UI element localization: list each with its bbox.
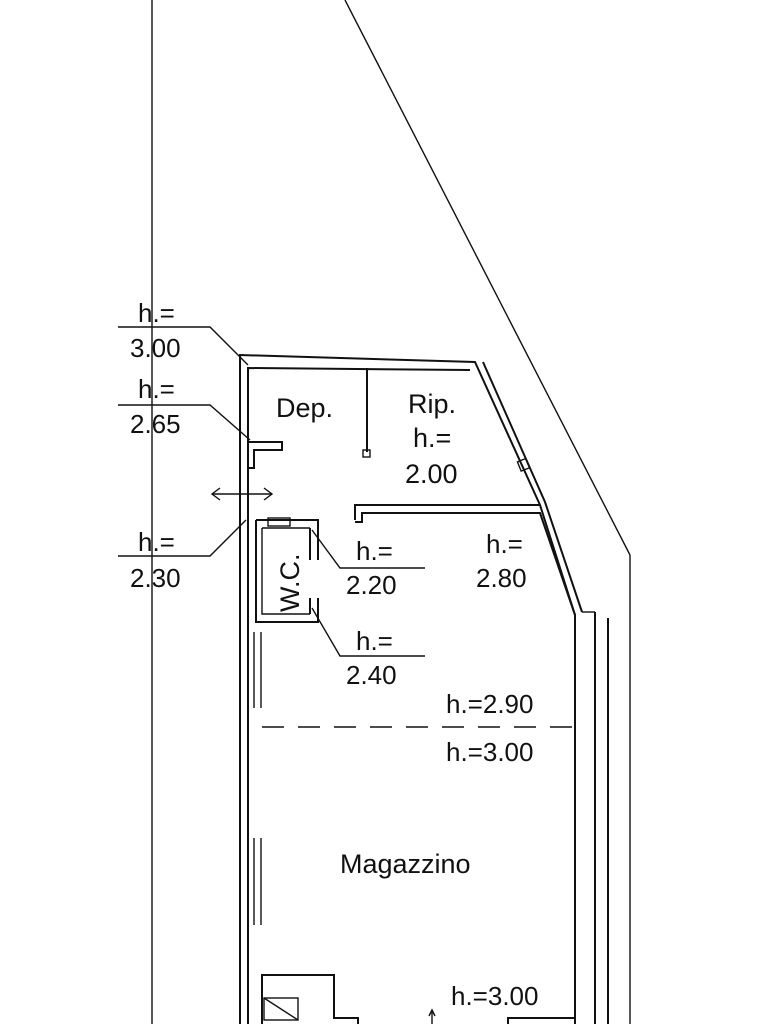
room-label-dep: Dep. — [276, 393, 333, 423]
height-value-6: 2.40 — [346, 660, 397, 690]
height-label-1: h.= — [138, 298, 175, 328]
room-label-rip-h: h.= — [413, 423, 451, 453]
leader-lines — [118, 326, 425, 657]
windows — [253, 632, 262, 925]
stair — [261, 974, 575, 1024]
site-boundary — [151, 0, 631, 1024]
outer-walls — [239, 353, 609, 1024]
height-label-7: h.=2.90 — [446, 689, 533, 719]
height-label-6: h.= — [356, 626, 393, 656]
height-value-1: 3.00 — [130, 333, 181, 363]
height-value-4: 2.20 — [346, 570, 397, 600]
height-label-2: h.= — [138, 374, 175, 404]
height-label-9: h.=3.00 — [451, 981, 538, 1011]
height-value-3: 2.30 — [130, 563, 181, 593]
interior-walls — [248, 368, 576, 623]
height-value-5: 2.80 — [476, 563, 527, 593]
room-label-rip: Rip. — [408, 389, 456, 419]
height-label-8: h.=3.00 — [446, 737, 533, 767]
height-label-3: h.= — [138, 527, 175, 557]
height-label-4: h.= — [356, 536, 393, 566]
room-label-magazzino: Magazzino — [340, 849, 471, 879]
double-arrow-icon — [210, 487, 274, 501]
room-label-wc: W.C. — [275, 554, 305, 613]
room-label-rip-value: 2.00 — [405, 459, 458, 489]
height-label-5: h.= — [486, 529, 523, 559]
height-value-2: 2.65 — [130, 409, 181, 439]
